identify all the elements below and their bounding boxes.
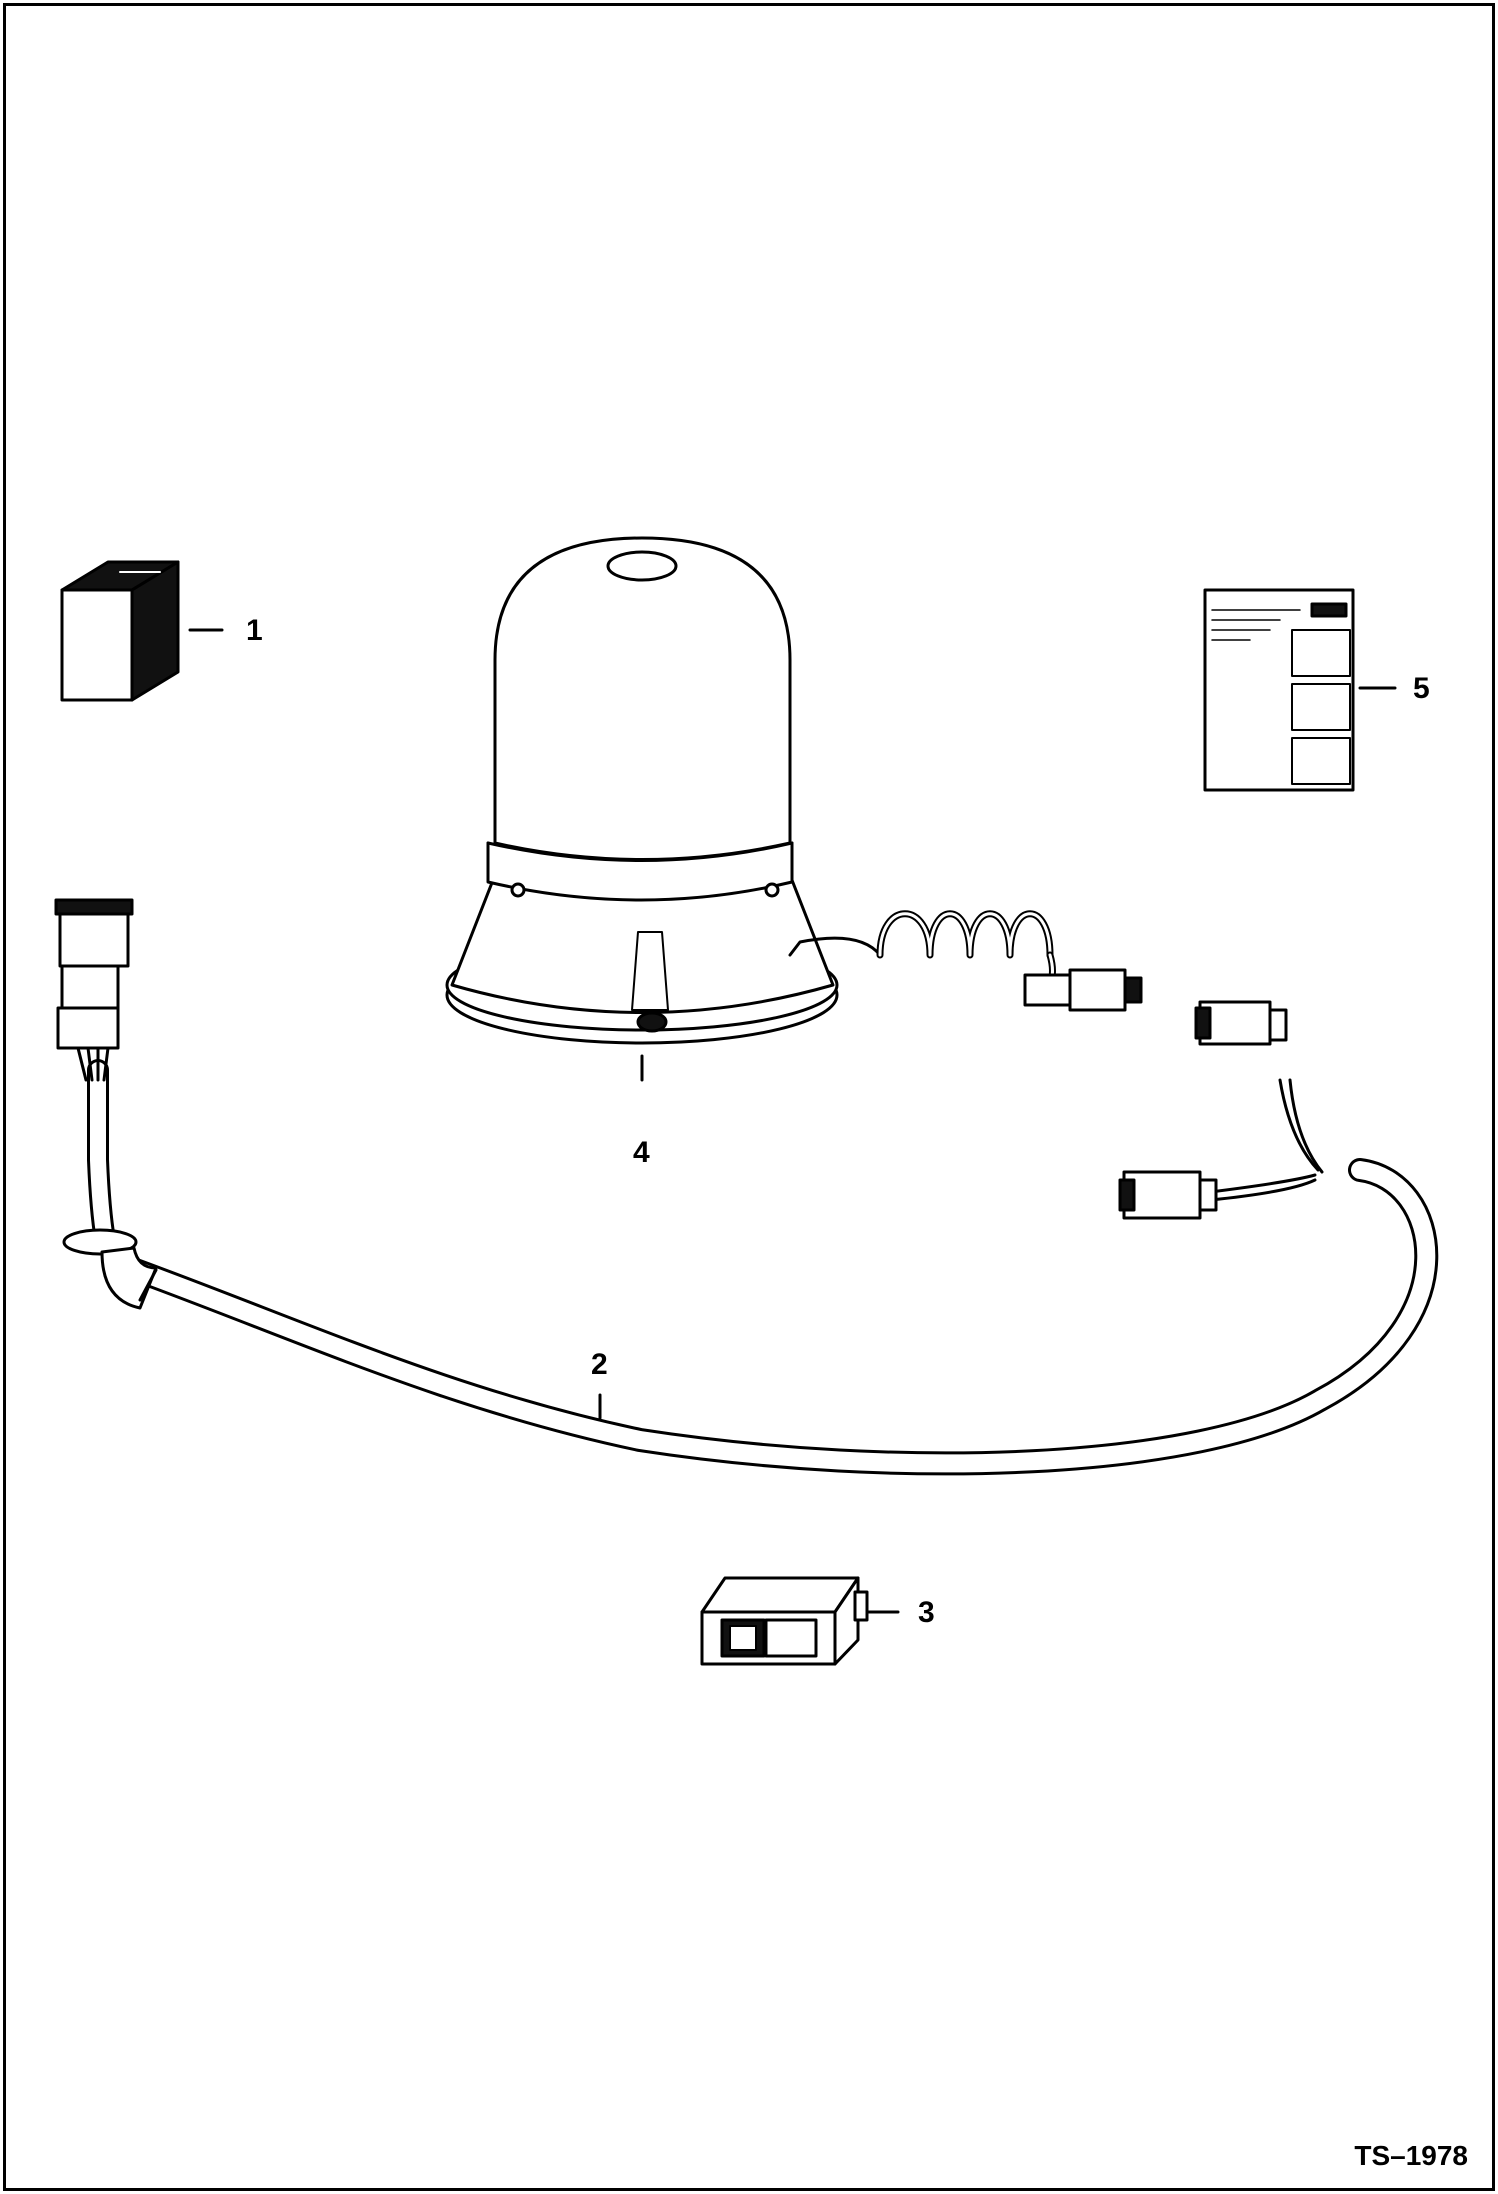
callout-4: 4 (633, 1136, 650, 1169)
rocker-switch-part (700, 1576, 869, 1666)
callout-3: 3 (918, 1596, 935, 1629)
diagram-frame (3, 3, 1495, 2191)
wiring-harness-part (54, 898, 1439, 1476)
figure-reference: TS–1978 (1354, 2140, 1468, 2171)
callout-1: 1 (246, 614, 263, 647)
beacon-light-part (445, 536, 1143, 1045)
fuse-block-part (60, 560, 180, 702)
callout-2: 2 (591, 1348, 608, 1381)
callout-5: 5 (1413, 672, 1430, 705)
instruction-sheet-part (1203, 588, 1355, 792)
